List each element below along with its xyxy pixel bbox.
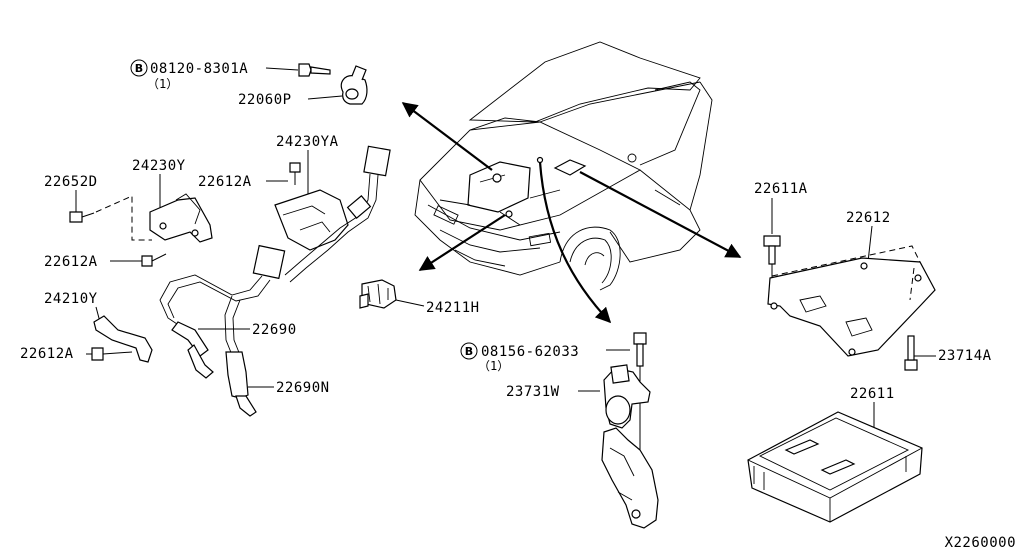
callout-22611A: 22611A (754, 181, 808, 197)
knock-sensor-group: B 08120-8301A （1） 22060P (130, 59, 368, 108)
callout-24230YA: 24230YA (276, 134, 339, 150)
cam-sensor-group: B 08156-62033 （1） 23731W (460, 332, 659, 529)
svg-text:B: B (465, 345, 473, 358)
leader-arrows (401, 102, 742, 324)
callout-08120-8301A: 08120-8301A (150, 61, 248, 77)
clip-group: 24211H (359, 279, 480, 316)
callout-22690N: 22690N (276, 380, 330, 396)
callout-22612A-mid: 22612A (44, 254, 98, 270)
arrow-to-ecm (579, 171, 742, 258)
callout-24230Y: 24230Y (132, 158, 186, 174)
bolt-b-badge-2: B (460, 342, 478, 360)
callout-08156-62033: 08156-62033 (481, 344, 579, 360)
arrow-to-clip (418, 214, 506, 271)
ecm-group: 22611A 22612 23714A 22611 (747, 181, 992, 523)
arrow-to-cam-sensor (538, 161, 612, 324)
callout-23731W: 23731W (506, 384, 560, 400)
vehicle-illustration (414, 41, 713, 291)
arrow-to-knock-sensor (401, 102, 493, 171)
callout-qty-1: （1） (147, 77, 178, 91)
svg-text:B: B (135, 62, 143, 75)
harness-group: 24230YA 22612A 22690 22690N 24230Y (20, 134, 391, 417)
callout-22611: 22611 (850, 386, 895, 402)
callout-24211H: 24211H (426, 300, 480, 316)
callout-24210Y: 24210Y (44, 291, 98, 307)
callout-22612A-top: 22612A (198, 174, 252, 190)
bolt-b-badge-1: B (130, 59, 148, 77)
callout-22652D: 22652D (44, 174, 98, 190)
callout-22690: 22690 (252, 322, 297, 338)
callout-23714A: 23714A (938, 348, 992, 364)
callout-22612A-low: 22612A (20, 346, 74, 362)
figure-code: X2260000 (945, 535, 1016, 551)
callout-22612: 22612 (846, 210, 891, 226)
callout-qty-1-b: （1） (478, 359, 509, 373)
callout-22060P: 22060P (238, 92, 292, 108)
